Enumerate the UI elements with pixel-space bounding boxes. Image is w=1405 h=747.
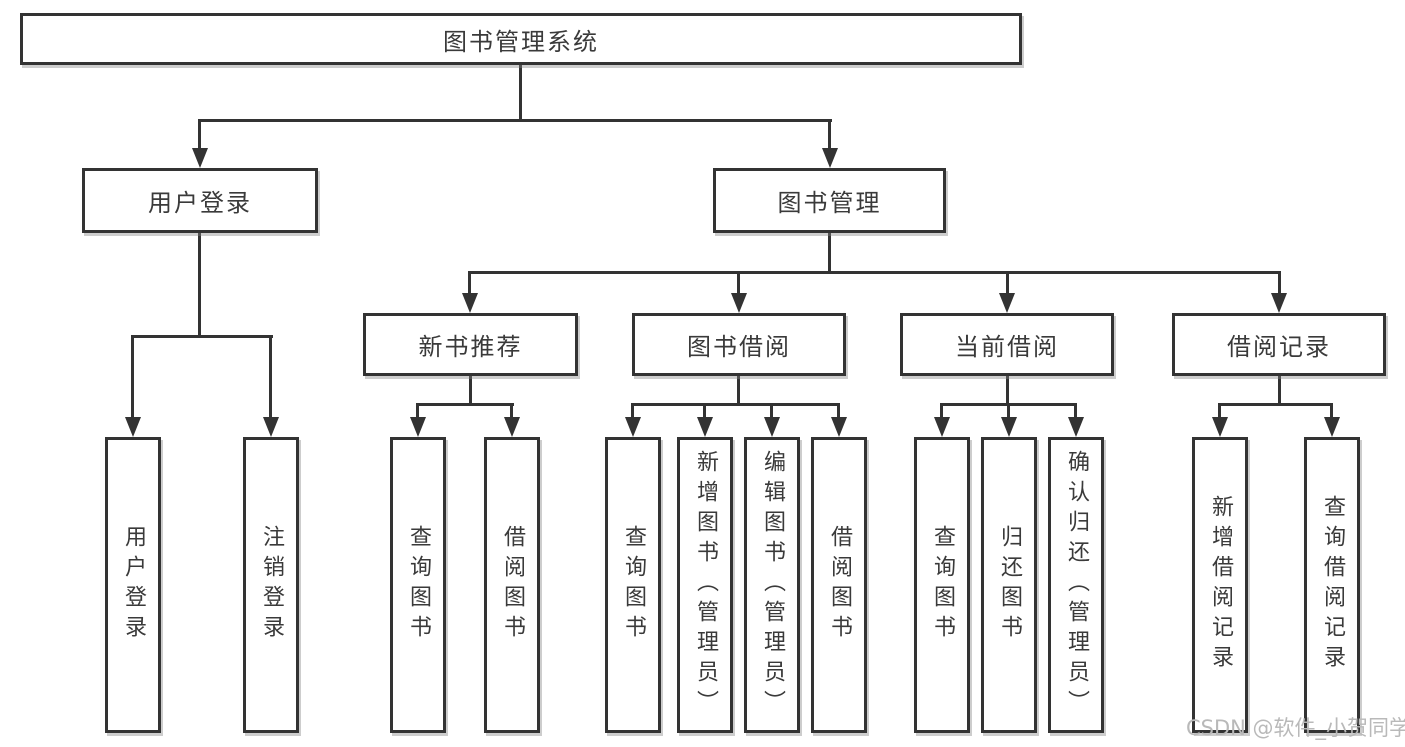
- connector-arrow-icon: [125, 417, 141, 437]
- leaf-query-books-recommend: 查询图书: [390, 437, 446, 733]
- connector-line: [1006, 376, 1009, 406]
- leaf-add-borrow-record: 新增借阅记录: [1192, 437, 1248, 733]
- connector-line: [198, 119, 832, 122]
- node-book-management: 图书管理: [713, 168, 946, 233]
- connector-arrow-icon: [1068, 417, 1084, 437]
- node-library-management-system: 图书管理系统: [20, 13, 1022, 65]
- leaf-label: 新增借阅记录: [1208, 495, 1233, 675]
- connector-line: [828, 119, 831, 150]
- connector-line: [469, 376, 472, 406]
- connector-line: [631, 403, 840, 406]
- connector-arrow-icon: [1212, 417, 1228, 437]
- connector-line: [1218, 403, 1333, 406]
- connector-line: [269, 335, 272, 419]
- connector-line: [510, 403, 513, 419]
- leaf-query-borrow-record: 查询借阅记录: [1304, 437, 1360, 733]
- connector-line: [416, 403, 419, 419]
- leaf-label: 注销登录: [259, 525, 284, 645]
- node-label: 当前借阅: [955, 333, 1059, 361]
- leaf-borrow-books-borrowing: 借阅图书: [811, 437, 867, 733]
- leaf-borrow-books-recommend: 借阅图书: [484, 437, 540, 733]
- leaf-label: 借阅图书: [500, 525, 525, 645]
- leaf-label: 归还图书: [997, 525, 1022, 645]
- connector-line: [1218, 403, 1221, 419]
- node-label: 图书管理: [777, 189, 882, 217]
- connector-arrow-icon: [410, 417, 426, 437]
- connector-arrow-icon: [934, 417, 950, 437]
- node-label: 用户登录: [148, 189, 252, 217]
- connector-arrow-icon: [764, 417, 780, 437]
- watermark: CSDN @软件_小贺同学: [1186, 716, 1405, 740]
- connector-arrow-icon: [1271, 293, 1287, 313]
- leaf-label: 查询借阅记录: [1320, 495, 1345, 675]
- connector-line: [1074, 403, 1077, 419]
- connector-line: [737, 271, 740, 295]
- connector-line: [631, 403, 634, 419]
- leaf-add-books-admin: 新增图书（管理员）: [677, 437, 733, 733]
- connector-line: [1007, 403, 1010, 419]
- connector-line: [416, 403, 514, 406]
- connector-line: [1278, 376, 1281, 406]
- connector-arrow-icon: [999, 293, 1015, 313]
- leaf-label: 用户登录: [121, 525, 146, 645]
- connector-line: [198, 233, 201, 337]
- connector-arrow-icon: [831, 417, 847, 437]
- connector-line: [519, 64, 522, 121]
- connector-line: [468, 271, 1281, 274]
- leaf-label: 查询图书: [621, 525, 646, 645]
- leaf-label: 新增图书（管理员）: [693, 450, 718, 720]
- leaf-return-books: 归还图书: [981, 437, 1037, 733]
- connector-line: [1330, 403, 1333, 419]
- connector-line: [1006, 271, 1009, 295]
- connector-line: [770, 403, 773, 419]
- node-book-borrowing: 图书借阅: [632, 313, 846, 376]
- connector-arrow-icon: [462, 293, 478, 313]
- connector-arrow-icon: [263, 417, 279, 437]
- connector-line: [837, 403, 840, 419]
- connector-line: [131, 335, 273, 338]
- node-new-book-recommendation: 新书推荐: [363, 313, 578, 376]
- connector-arrow-icon: [625, 417, 641, 437]
- leaf-label: 编辑图书（管理员）: [760, 450, 785, 720]
- leaf-label: 确认归还（管理员）: [1064, 450, 1089, 720]
- connector-line: [737, 376, 740, 406]
- connector-line: [940, 403, 943, 419]
- connector-arrow-icon: [504, 417, 520, 437]
- node-label: 图书借阅: [687, 333, 791, 361]
- connector-arrow-icon: [697, 417, 713, 437]
- leaf-confirm-return-admin: 确认归还（管理员）: [1048, 437, 1104, 733]
- connector-line: [131, 335, 134, 419]
- connector-arrow-icon: [731, 293, 747, 313]
- node-label: 借阅记录: [1227, 333, 1331, 361]
- leaf-query-books-current: 查询图书: [914, 437, 970, 733]
- connector-arrow-icon: [1001, 417, 1017, 437]
- connector-arrow-icon: [1324, 417, 1340, 437]
- node-label: 图书管理系统: [443, 27, 599, 56]
- connector-line: [703, 403, 706, 419]
- leaf-logout: 注销登录: [243, 437, 299, 733]
- connector-line: [468, 271, 471, 295]
- node-borrowing-records: 借阅记录: [1172, 313, 1386, 376]
- node-current-borrowing: 当前借阅: [900, 313, 1114, 376]
- leaf-user-login: 用户登录: [105, 437, 161, 733]
- node-user-login: 用户登录: [82, 168, 318, 233]
- leaf-edit-books-admin: 编辑图书（管理员）: [744, 437, 800, 733]
- leaf-label: 查询图书: [406, 525, 431, 645]
- leaf-query-books-borrowing: 查询图书: [605, 437, 661, 733]
- connector-arrow-icon: [822, 148, 838, 168]
- connector-line: [1278, 271, 1281, 295]
- node-label: 新书推荐: [418, 333, 523, 361]
- leaf-label: 查询图书: [930, 525, 955, 645]
- connector-arrow-icon: [192, 148, 208, 168]
- connector-line: [828, 233, 831, 274]
- leaf-label: 借阅图书: [827, 525, 852, 645]
- connector-line: [198, 119, 201, 150]
